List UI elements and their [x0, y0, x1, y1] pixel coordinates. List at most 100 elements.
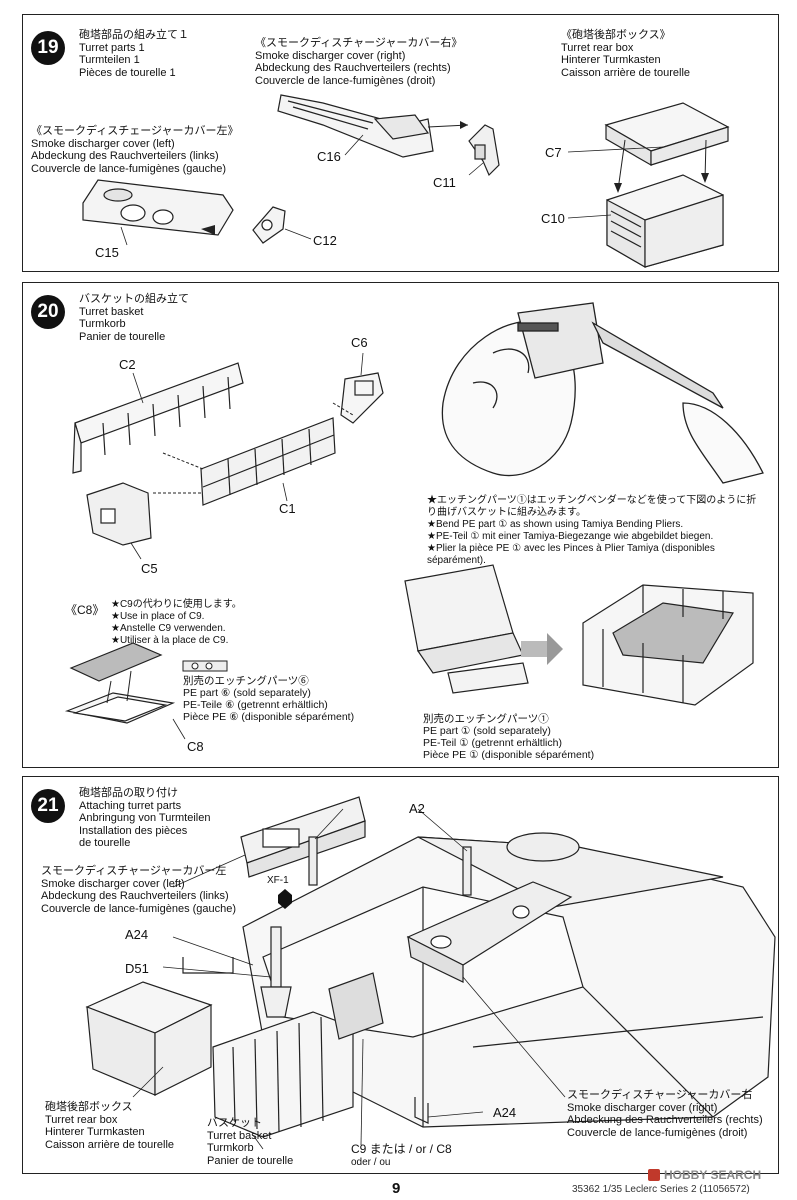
part-label-c1: C1 — [279, 501, 296, 516]
part-c8-drawing — [64, 642, 176, 724]
part-label-c7: C7 — [545, 145, 562, 160]
attach-smoke-right-de: Abdeckung des Rauchverteilers (rechts) — [567, 1114, 763, 1126]
step-20-title-fr: Panier de tourelle — [79, 330, 166, 343]
attach-smoke-left-de: Abdeckung des Rauchverteilers (links) — [41, 890, 229, 902]
paint-xf1-icon — [278, 889, 292, 909]
part-label-c10: C10 — [541, 211, 565, 226]
pe1-note-jp: 別売のエッチングパーツ① — [423, 713, 549, 725]
attach-rear-box-de: Hinterer Turmkasten — [45, 1126, 145, 1138]
part-label-c2: C2 — [119, 357, 136, 372]
turret-rear-box-drawing — [85, 981, 213, 1096]
bending-note-en: ★Bend PE part ① as shown using Tamiya Be… — [427, 519, 684, 530]
part-label-c12: C12 — [313, 233, 337, 248]
smoke-right-en: Smoke discharger cover (right) — [255, 49, 406, 62]
step-21-smoke-right-caption: スモークディスチャージャーカバー右 Smoke discharger cover… — [567, 1089, 763, 1139]
step-19-title-fr: Pièces de tourelle 1 — [79, 66, 176, 79]
step-19-title: 砲塔部品の組み立て１ Turret parts 1 Turmteilen 1 P… — [79, 29, 189, 79]
transition-arrow-icon — [521, 633, 563, 665]
step-19-rear-box-caption: 《砲塔後部ボックス》 Turret rear box Hinterer Turm… — [561, 29, 690, 79]
attach-rear-box-en: Turret rear box — [45, 1113, 118, 1126]
pe1-note-de: PE-Teil ① (getrennt erhältlich) — [423, 737, 562, 749]
smoke-cover-right-drawing — [406, 881, 573, 983]
step-21-title-fr-1: Installation des pièces — [79, 824, 188, 837]
pe-part-1-drawing — [404, 564, 529, 694]
step-19-panel: 19 砲塔部品の組み立て１ Turret parts 1 Turmteilen … — [22, 14, 779, 272]
attach-smoke-left-jp: スモークディスチャージャーカバー左 — [41, 865, 227, 877]
part-d51-drawing — [260, 926, 292, 1018]
part-a2-drawing — [308, 836, 472, 896]
step-20-badge: 20 — [31, 295, 65, 329]
c9-c8-line-2: oder / ou — [351, 1157, 391, 1168]
step-19-smoke-left-caption: 《スモークディスチェージャーカバー左》 Smoke discharger cov… — [31, 125, 238, 175]
step-21-smoke-left-caption: スモークディスチャージャーカバー左 Smoke discharger cover… — [41, 865, 236, 915]
bending-note-jp-2: り曲げバスケットに組み込みます。 — [427, 507, 586, 518]
smoke-right-jp: 《スモークディスチャージャーカバー右》 — [255, 37, 463, 49]
attach-basket-jp: バスケット — [207, 1117, 262, 1129]
pe-part-6-note: 別売のエッチングパーツ⑥ PE part ⑥ (sold separately)… — [183, 675, 354, 723]
pe6-note-fr: Pièce PE ⑥ (disponible séparément) — [183, 711, 355, 723]
turret-basket-drawing — [212, 1011, 354, 1138]
part-label-c15: C15 — [95, 245, 119, 260]
part-label-a2: A2 — [409, 801, 425, 816]
smoke-right-fr: Couvercle de lance-fumigènes (droit) — [255, 74, 436, 87]
rear-box-jp: 《砲塔後部ボックス》 — [561, 29, 671, 41]
part-c12-drawing — [252, 206, 286, 244]
attach-rear-box-fr: Caisson arrière de tourelle — [45, 1138, 175, 1151]
attach-smoke-right-en: Smoke discharger cover (right) — [567, 1101, 718, 1114]
attach-smoke-left-fr: Couvercle de lance-fumigènes (gauche) — [41, 902, 237, 915]
c8-note-en: ★Use in place of C9. — [111, 611, 205, 622]
pe6-note-jp: 別売のエッチングパーツ⑥ — [183, 675, 309, 687]
smoke-cover-left-drawing — [240, 796, 366, 878]
rear-box-fr: Caisson arrière de tourelle — [561, 66, 691, 79]
step-21-title-de: Anbringung von Turmteilen — [79, 812, 211, 824]
watermark-text: HOBBY SEARCH — [664, 1168, 762, 1182]
step-20-panel: 20 バスケットの組み立て Turret basket Turmkorb Pan… — [22, 282, 779, 768]
smoke-left-fr: Couvercle de lance-fumigènes (gauche) — [31, 162, 227, 175]
c9-c8-line-1: C9 または / or / C8 — [351, 1142, 452, 1156]
attach-smoke-right-fr: Couvercle de lance-fumigènes (droit) — [567, 1126, 748, 1139]
part-label-d51: D51 — [125, 961, 149, 976]
step-19-smoke-right-caption: 《スモークディスチャージャーカバー右》 Smoke discharger cov… — [255, 37, 462, 87]
part-c1-drawing — [200, 417, 336, 506]
part-c5-drawing — [86, 482, 152, 546]
step-21-basket-caption: バスケット Turret basket Turmkorb Panier de t… — [207, 1117, 293, 1167]
part-c9-or-c8-drawing — [328, 972, 384, 1040]
attach-basket-en: Turret basket — [207, 1129, 272, 1142]
part-label-c8: C8 — [187, 739, 204, 754]
step-21-title-en: Attaching turret parts — [79, 799, 182, 812]
step-20-title-de: Turmkorb — [79, 318, 126, 330]
c8-note-de: ★Anstelle C9 verwenden. — [111, 623, 226, 634]
part-label-c5: C5 — [141, 561, 158, 576]
c8-note-jp: ★C9の代わりに使用します。 — [111, 599, 242, 610]
c8-note-fr: ★Utiliser à la place de C9. — [111, 635, 229, 646]
page-number: 9 — [392, 1180, 401, 1197]
bending-note-jp-1: ★エッチングパーツ①はエッチングベンダーなどを使って下図のように折 — [427, 495, 757, 506]
watermark: HOBBY SEARCH — [648, 1168, 761, 1182]
part-label-a24-left: A24 — [125, 927, 149, 942]
part-a24-drawing — [182, 957, 429, 1124]
rear-box-en: Turret rear box — [561, 41, 634, 54]
c8-option-note: ★C9の代わりに使用します。 ★Use in place of C9. ★Ans… — [111, 599, 242, 647]
step-21-panel: 21 砲塔部品の取り付け Attaching turret parts Anbr… — [22, 776, 779, 1174]
part-label-c16: C16 — [317, 149, 341, 164]
step-19-title-en: Turret parts 1 — [79, 41, 145, 54]
part-label-c11: C11 — [433, 175, 456, 190]
pe-part-1-note: 別売のエッチングパーツ① PE part ① (sold separately)… — [423, 713, 594, 761]
c8-option-title: 《C8》 — [65, 603, 105, 617]
product-code: 35362 1/35 Leclerc Series 2 (11056572) — [572, 1184, 750, 1195]
part-c15-drawing — [82, 179, 234, 236]
step-20-title-jp: バスケットの組み立て — [79, 293, 189, 305]
pe1-note-en: PE part ① (sold separately) — [423, 725, 551, 737]
paint-label-xf1: XF-1 — [267, 875, 289, 886]
step-19-title-jp: 砲塔部品の組み立て１ — [79, 29, 189, 41]
basket-with-pe-drawing — [582, 584, 754, 706]
attach-smoke-left-en: Smoke discharger cover (left) — [41, 877, 185, 890]
pe1-note-fr: Pièce PE ① (disponible séparément) — [423, 749, 595, 761]
step-21-title: 砲塔部品の取り付け Attaching turret parts Anbring… — [79, 787, 210, 850]
step-21-title-fr-2: de tourelle — [79, 837, 131, 849]
attach-smoke-right-jp: スモークディスチャージャーカバー右 — [567, 1089, 753, 1101]
bending-note-de: ★PE-Teil ① mit einer Tamiya-Biegezange w… — [427, 531, 714, 542]
attach-basket-fr: Panier de tourelle — [207, 1154, 294, 1167]
step-21-illustrations — [85, 796, 776, 1150]
part-label-a24-right: A24 — [493, 1105, 517, 1120]
